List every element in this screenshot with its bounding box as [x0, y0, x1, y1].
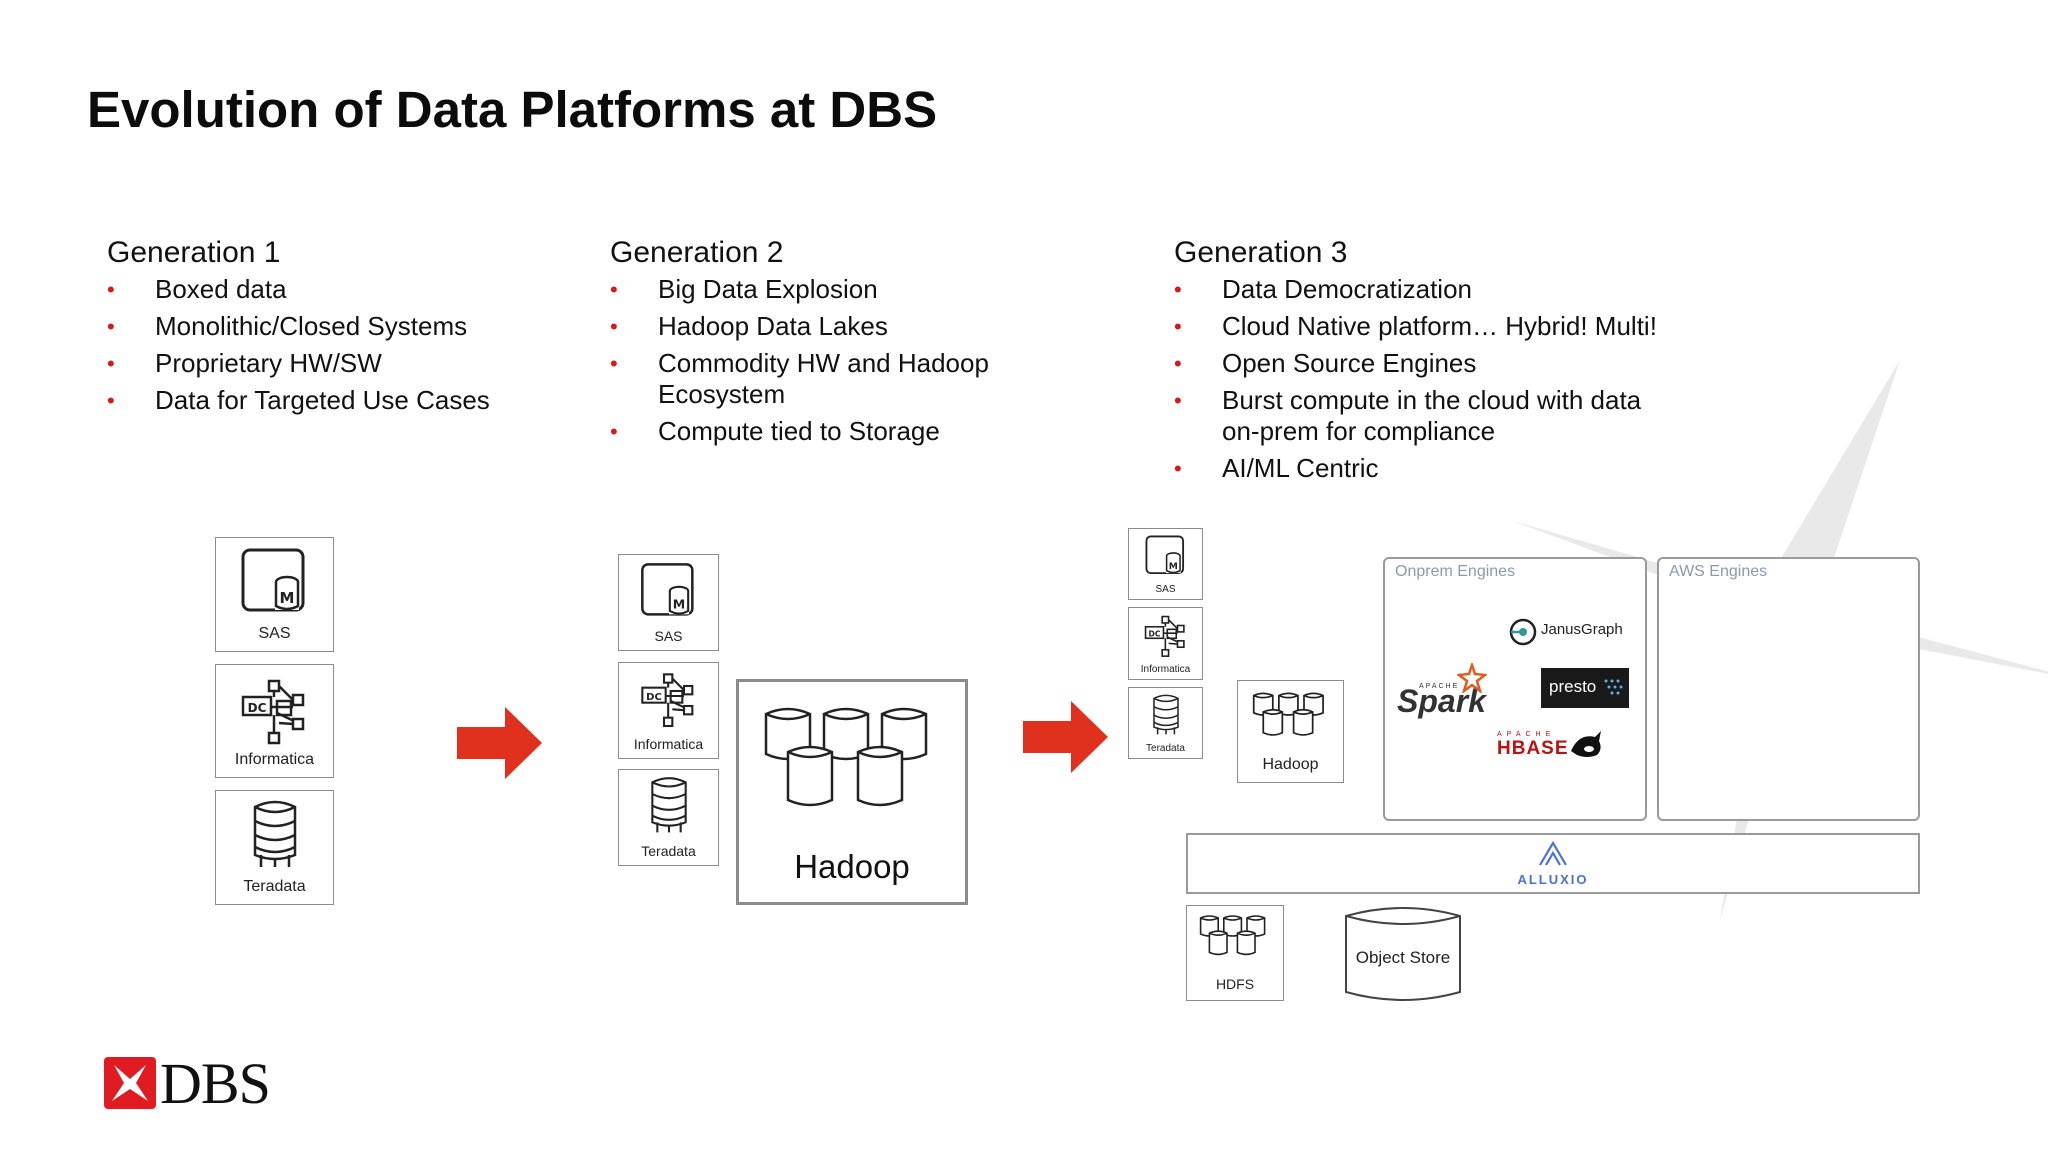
alluxio-icon [1539, 841, 1567, 866]
object-store-cylinder [1345, 907, 1461, 1001]
gen3-teradata-box: Teradata [1128, 687, 1203, 759]
hdfs-box: HDFS [1186, 905, 1284, 1001]
teradata-icon [1152, 694, 1179, 735]
sas-icon: M [1145, 535, 1184, 575]
alluxio-label: ALLUXIO [1517, 872, 1589, 887]
hbase-small-label: APACHE [1497, 731, 1556, 738]
generation-3: Generation 3 Data Democratization Cloud … [1174, 236, 1714, 490]
generation-heading: Generation 1 [107, 236, 281, 269]
gen2-informatica-box: DC Informatica [618, 662, 719, 759]
bullet-item: Data for Targeted Use Cases [107, 385, 577, 416]
generation-heading: Generation 3 [1174, 236, 1348, 269]
svg-text:DC: DC [1148, 629, 1160, 638]
hbase-orca-icon [1571, 731, 1601, 757]
svg-text:DC: DC [247, 701, 266, 715]
hbase-label: HBASE [1497, 738, 1569, 759]
bullet-item: Proprietary HW/SW [107, 348, 577, 379]
hdfs-icon [1199, 915, 1266, 956]
bullet-item: Big Data Explosion [610, 274, 1040, 305]
bullet-item: Burst compute in the cloud with data on-… [1174, 385, 1662, 447]
teradata-label: Teradata [243, 878, 306, 895]
arrow-right-icon [1023, 701, 1108, 773]
onprem-engines-title: Onprem Engines [1395, 563, 1516, 580]
sas-label: SAS [1155, 584, 1176, 595]
teradata-icon [253, 800, 296, 867]
gen1-informatica-box: DC Informatica [215, 664, 334, 778]
bullet-item: Cloud Native platform… Hybrid! Multi! [1174, 311, 1714, 342]
bullet-item: Hadoop Data Lakes [610, 311, 1040, 342]
gen3-sas-box: M SAS [1128, 528, 1203, 600]
svg-text:DC: DC [646, 692, 662, 703]
bullet-list: Big Data Explosion Hadoop Data Lakes Com… [610, 274, 1040, 447]
informatica-label: Informatica [1140, 664, 1191, 675]
gen1-sas-box: M SAS [215, 537, 334, 652]
spark-label: Spark [1397, 683, 1486, 719]
dbs-brand-name: DBS [160, 1051, 271, 1116]
informatica-icon: DC [1144, 615, 1185, 657]
svg-text:M: M [1168, 561, 1177, 572]
hdfs-label: HDFS [1215, 976, 1255, 992]
generation-2: Generation 2 Big Data Explosion Hadoop D… [610, 236, 1040, 453]
gen2-sas-box: M SAS [618, 554, 719, 651]
hadoop-label: Hadoop [794, 848, 910, 885]
gen3-informatica-box: DC Informatica [1128, 607, 1203, 680]
gen1-teradata-box: Teradata [215, 790, 334, 905]
hadoop-icon [764, 707, 928, 807]
hadoop-label: Hadoop [1262, 756, 1319, 773]
bullet-list: Data Democratization Cloud Native platfo… [1174, 274, 1714, 484]
janusgraph-label: JanusGraph [1541, 621, 1623, 638]
bullet-item: Compute tied to Storage [610, 416, 1040, 447]
bullet-item: Data Democratization [1174, 274, 1714, 305]
aws-engines-panel: AWS Engines [1657, 557, 1920, 821]
spark-small-label: APACHE [1419, 683, 1460, 690]
gen3-hadoop-box: Hadoop [1237, 680, 1344, 783]
presto-dots-icon [1604, 679, 1623, 695]
bullet-item: Open Source Engines [1174, 348, 1714, 379]
informatica-icon: DC [241, 679, 304, 745]
informatica-label: Informatica [234, 751, 315, 768]
aws-engines-title: AWS Engines [1669, 563, 1768, 580]
generation-heading: Generation 2 [610, 236, 784, 269]
page-title: Evolution of Data Platforms at DBS [87, 81, 938, 138]
sas-icon: M [241, 548, 304, 612]
sas-label: SAS [258, 625, 291, 642]
hadoop-icon [1252, 692, 1324, 736]
arrow-right-icon [457, 707, 542, 779]
janusgraph-logo-icon [1509, 618, 1537, 646]
bullet-item: Commodity HW and Hadoop Ecosystem [610, 348, 998, 410]
dbs-logo-icon [104, 1057, 156, 1109]
bullet-item: Monolithic/Closed Systems [107, 311, 577, 342]
object-store-label: Object Store [1355, 948, 1451, 967]
informatica-label: Informatica [633, 736, 704, 752]
alluxio-bar: ALLUXIO [1186, 833, 1920, 894]
teradata-label: Teradata [641, 843, 696, 859]
spark-star-icon [1457, 663, 1487, 693]
teradata-label: Teradata [1146, 743, 1185, 754]
sas-icon: M [640, 563, 694, 616]
generation-1: Generation 1 Boxed data Monolithic/Close… [107, 236, 577, 422]
bullet-item: Boxed data [107, 274, 577, 305]
sas-label: SAS [654, 628, 683, 644]
gen2-teradata-box: Teradata [618, 769, 719, 866]
gen2-hadoop-box: Hadoop [736, 679, 968, 905]
teradata-icon [650, 777, 687, 833]
presto-label: presto [1549, 677, 1597, 696]
svg-text:M: M [672, 597, 684, 612]
onprem-engines-panel: Onprem Engines JanusGraph APACHE Spark p… [1383, 557, 1647, 821]
presto-logo: presto [1541, 668, 1629, 708]
informatica-icon: DC [640, 673, 693, 728]
bullet-item: AI/ML Centric [1174, 453, 1714, 484]
bullet-list: Boxed data Monolithic/Closed Systems Pro… [107, 274, 577, 416]
svg-text:M: M [279, 589, 294, 607]
